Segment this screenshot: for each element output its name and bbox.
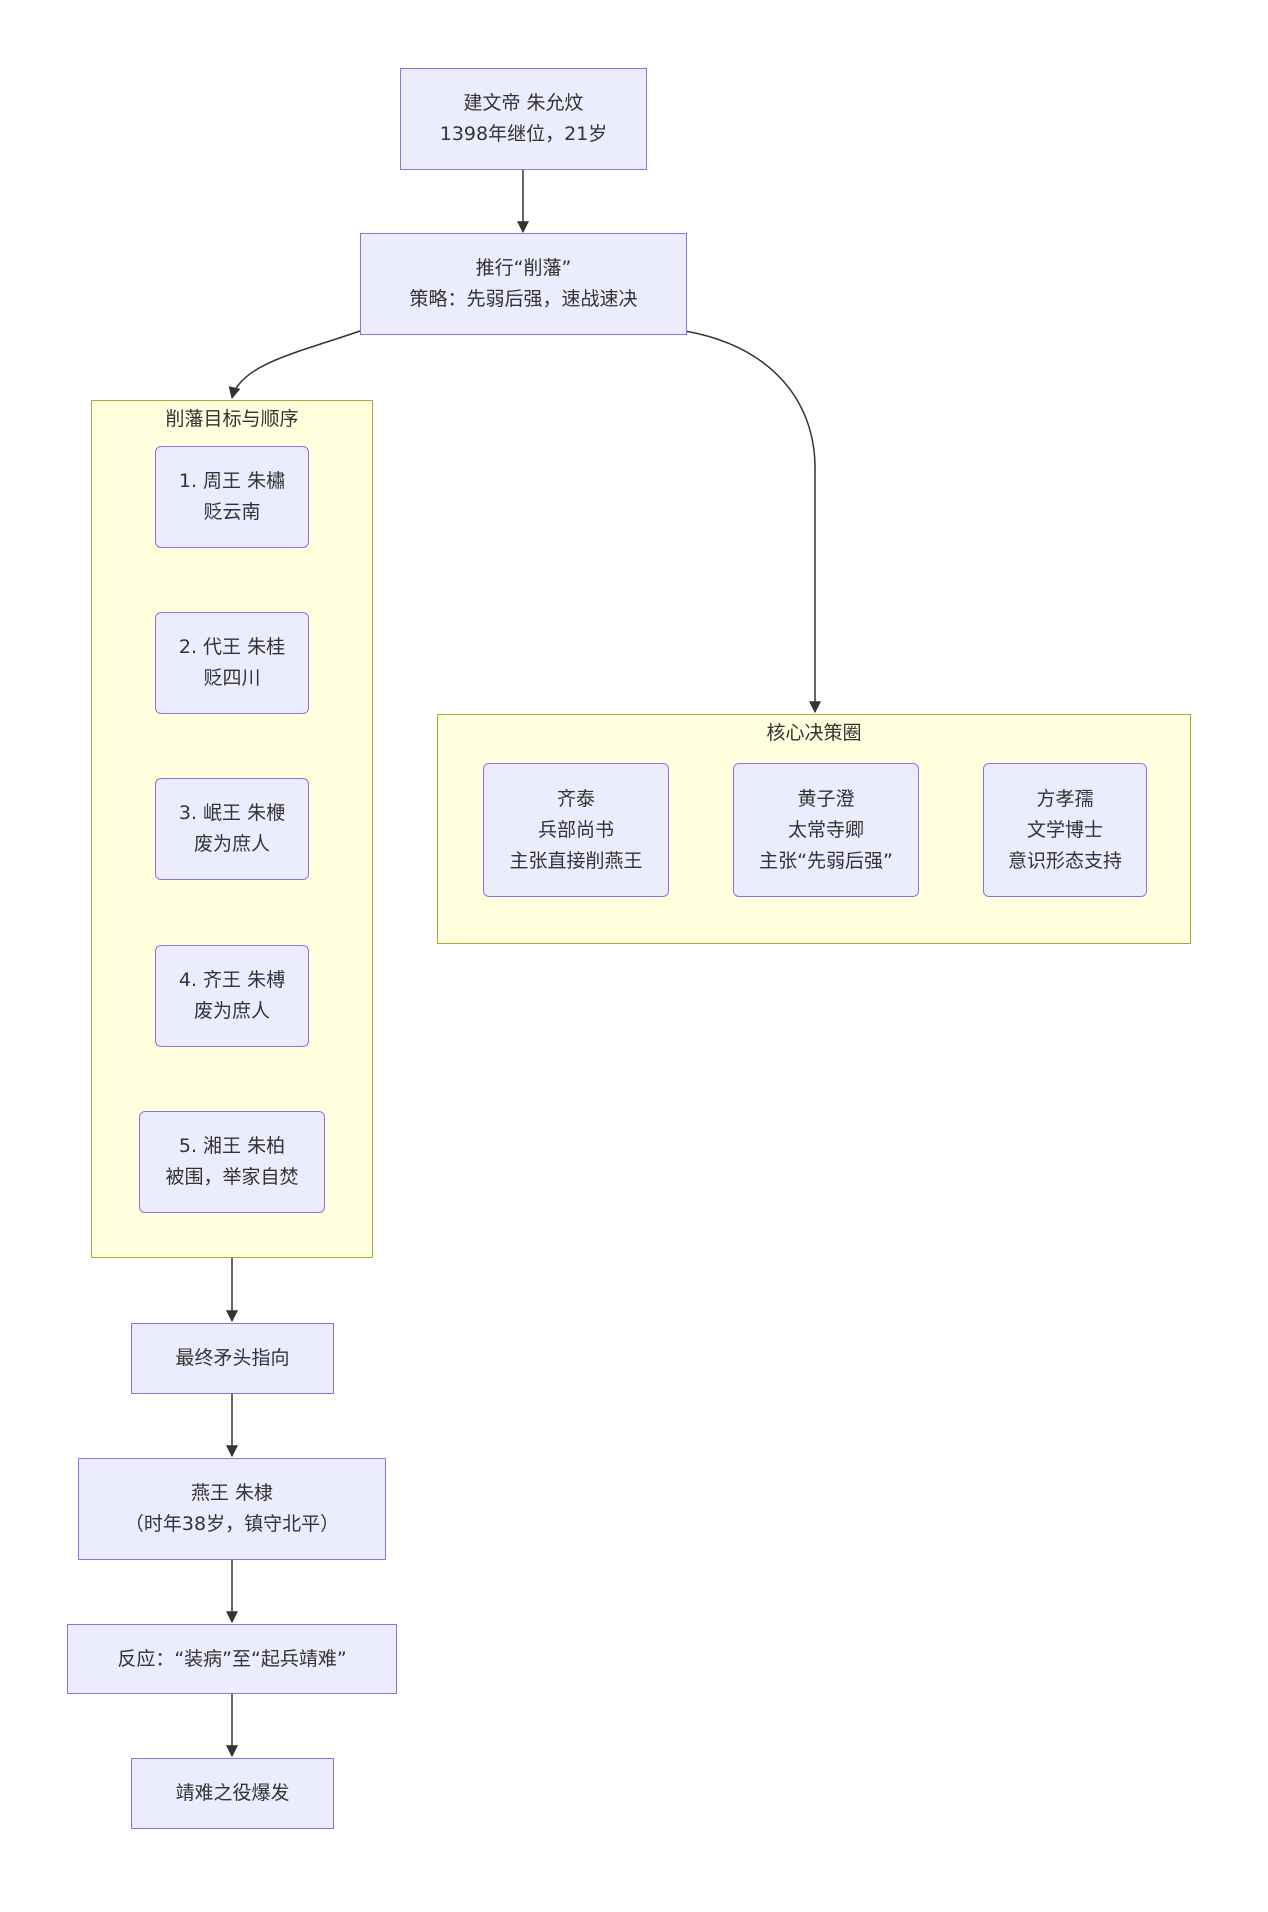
node-advisor-qitai-line1: 齐泰: [556, 787, 595, 810]
node-target-1-line2: 贬云南: [203, 501, 261, 523]
node-advisor-huang[interactable]: 黄子澄 太常寺卿 主张“先弱后强”: [733, 763, 919, 897]
node-prince-yan[interactable]: 燕王 朱棣 （时年38岁，镇守北平）: [78, 1458, 386, 1560]
node-prince-yan-line2: （时年38岁，镇守北平）: [124, 1513, 340, 1535]
node-outcome-line1: 靖难之役爆发: [175, 1782, 290, 1804]
node-advisor-fang-line1: 方孝孺: [1036, 787, 1094, 810]
node-target-3-line2: 废为庶人: [193, 833, 270, 855]
node-target-1[interactable]: 1. 周王 朱橚 贬云南: [155, 446, 309, 548]
node-advisor-fang-line2: 文学博士: [1026, 818, 1103, 841]
node-target-2-line2: 贬四川: [203, 667, 261, 689]
node-policy-line2: 策略：先弱后强，速战速决: [409, 288, 638, 310]
node-target-4-line2: 废为庶人: [193, 1000, 270, 1022]
node-emperor-line2: 1398年继位，21岁: [439, 123, 608, 145]
node-target-2-line1: 2. 代王 朱桂: [178, 636, 286, 658]
cluster-targets-title: 削藩目标与顺序: [165, 408, 299, 430]
node-reaction-line1: 反应：“装病”至“起兵靖难”: [117, 1647, 347, 1670]
node-advisor-qitai-line2: 兵部尚书: [537, 818, 614, 841]
node-emperor-line1: 建文帝 朱允炆: [463, 92, 584, 114]
node-target-1-line1: 1. 周王 朱橚: [178, 470, 286, 492]
node-target-5[interactable]: 5. 湘王 朱柏 被围，举家自焚: [139, 1111, 325, 1213]
edge-policy-to-targets: [228, 330, 361, 400]
node-target-5-line1: 5. 湘王 朱柏: [178, 1135, 286, 1157]
edge-policy-to-advisors: [684, 330, 821, 714]
node-target-2[interactable]: 2. 代王 朱桂 贬四川: [155, 612, 309, 714]
node-prince-yan-line1: 燕王 朱棣: [190, 1482, 274, 1504]
cluster-advisors-title: 核心决策圈: [766, 722, 862, 744]
node-advisor-fang[interactable]: 方孝孺 文学博士 意识形态支持: [983, 763, 1147, 897]
node-policy-line1: 推行“削藩”: [475, 257, 572, 279]
node-target-5-line2: 被围，举家自焚: [165, 1166, 299, 1188]
node-advisor-qitai[interactable]: 齐泰 兵部尚书 主张直接削燕王: [483, 763, 669, 897]
node-target-3[interactable]: 3. 岷王 朱楩 废为庶人: [155, 778, 309, 880]
node-advisor-qitai-line3: 主张直接削燕王: [509, 849, 643, 872]
node-policy[interactable]: 推行“削藩” 策略：先弱后强，速战速决: [360, 233, 687, 335]
node-advisor-fang-line3: 意识形态支持: [1007, 849, 1122, 872]
node-advisor-huang-line2: 太常寺卿: [787, 818, 864, 841]
node-advisor-huang-line1: 黄子澄: [797, 787, 855, 810]
node-final-target[interactable]: 最终矛头指向: [131, 1323, 334, 1394]
node-outcome[interactable]: 靖难之役爆发: [131, 1758, 334, 1829]
node-target-4-line1: 4. 齐王 朱榑: [178, 969, 286, 991]
node-reaction[interactable]: 反应：“装病”至“起兵靖难”: [67, 1624, 397, 1694]
node-target-3-line1: 3. 岷王 朱楩: [178, 802, 286, 824]
node-final-target-line1: 最终矛头指向: [175, 1347, 290, 1369]
node-advisor-huang-line3: 主张“先弱后强”: [759, 849, 893, 872]
node-emperor[interactable]: 建文帝 朱允炆 1398年继位，21岁: [400, 68, 647, 170]
node-target-4[interactable]: 4. 齐王 朱榑 废为庶人: [155, 945, 309, 1047]
